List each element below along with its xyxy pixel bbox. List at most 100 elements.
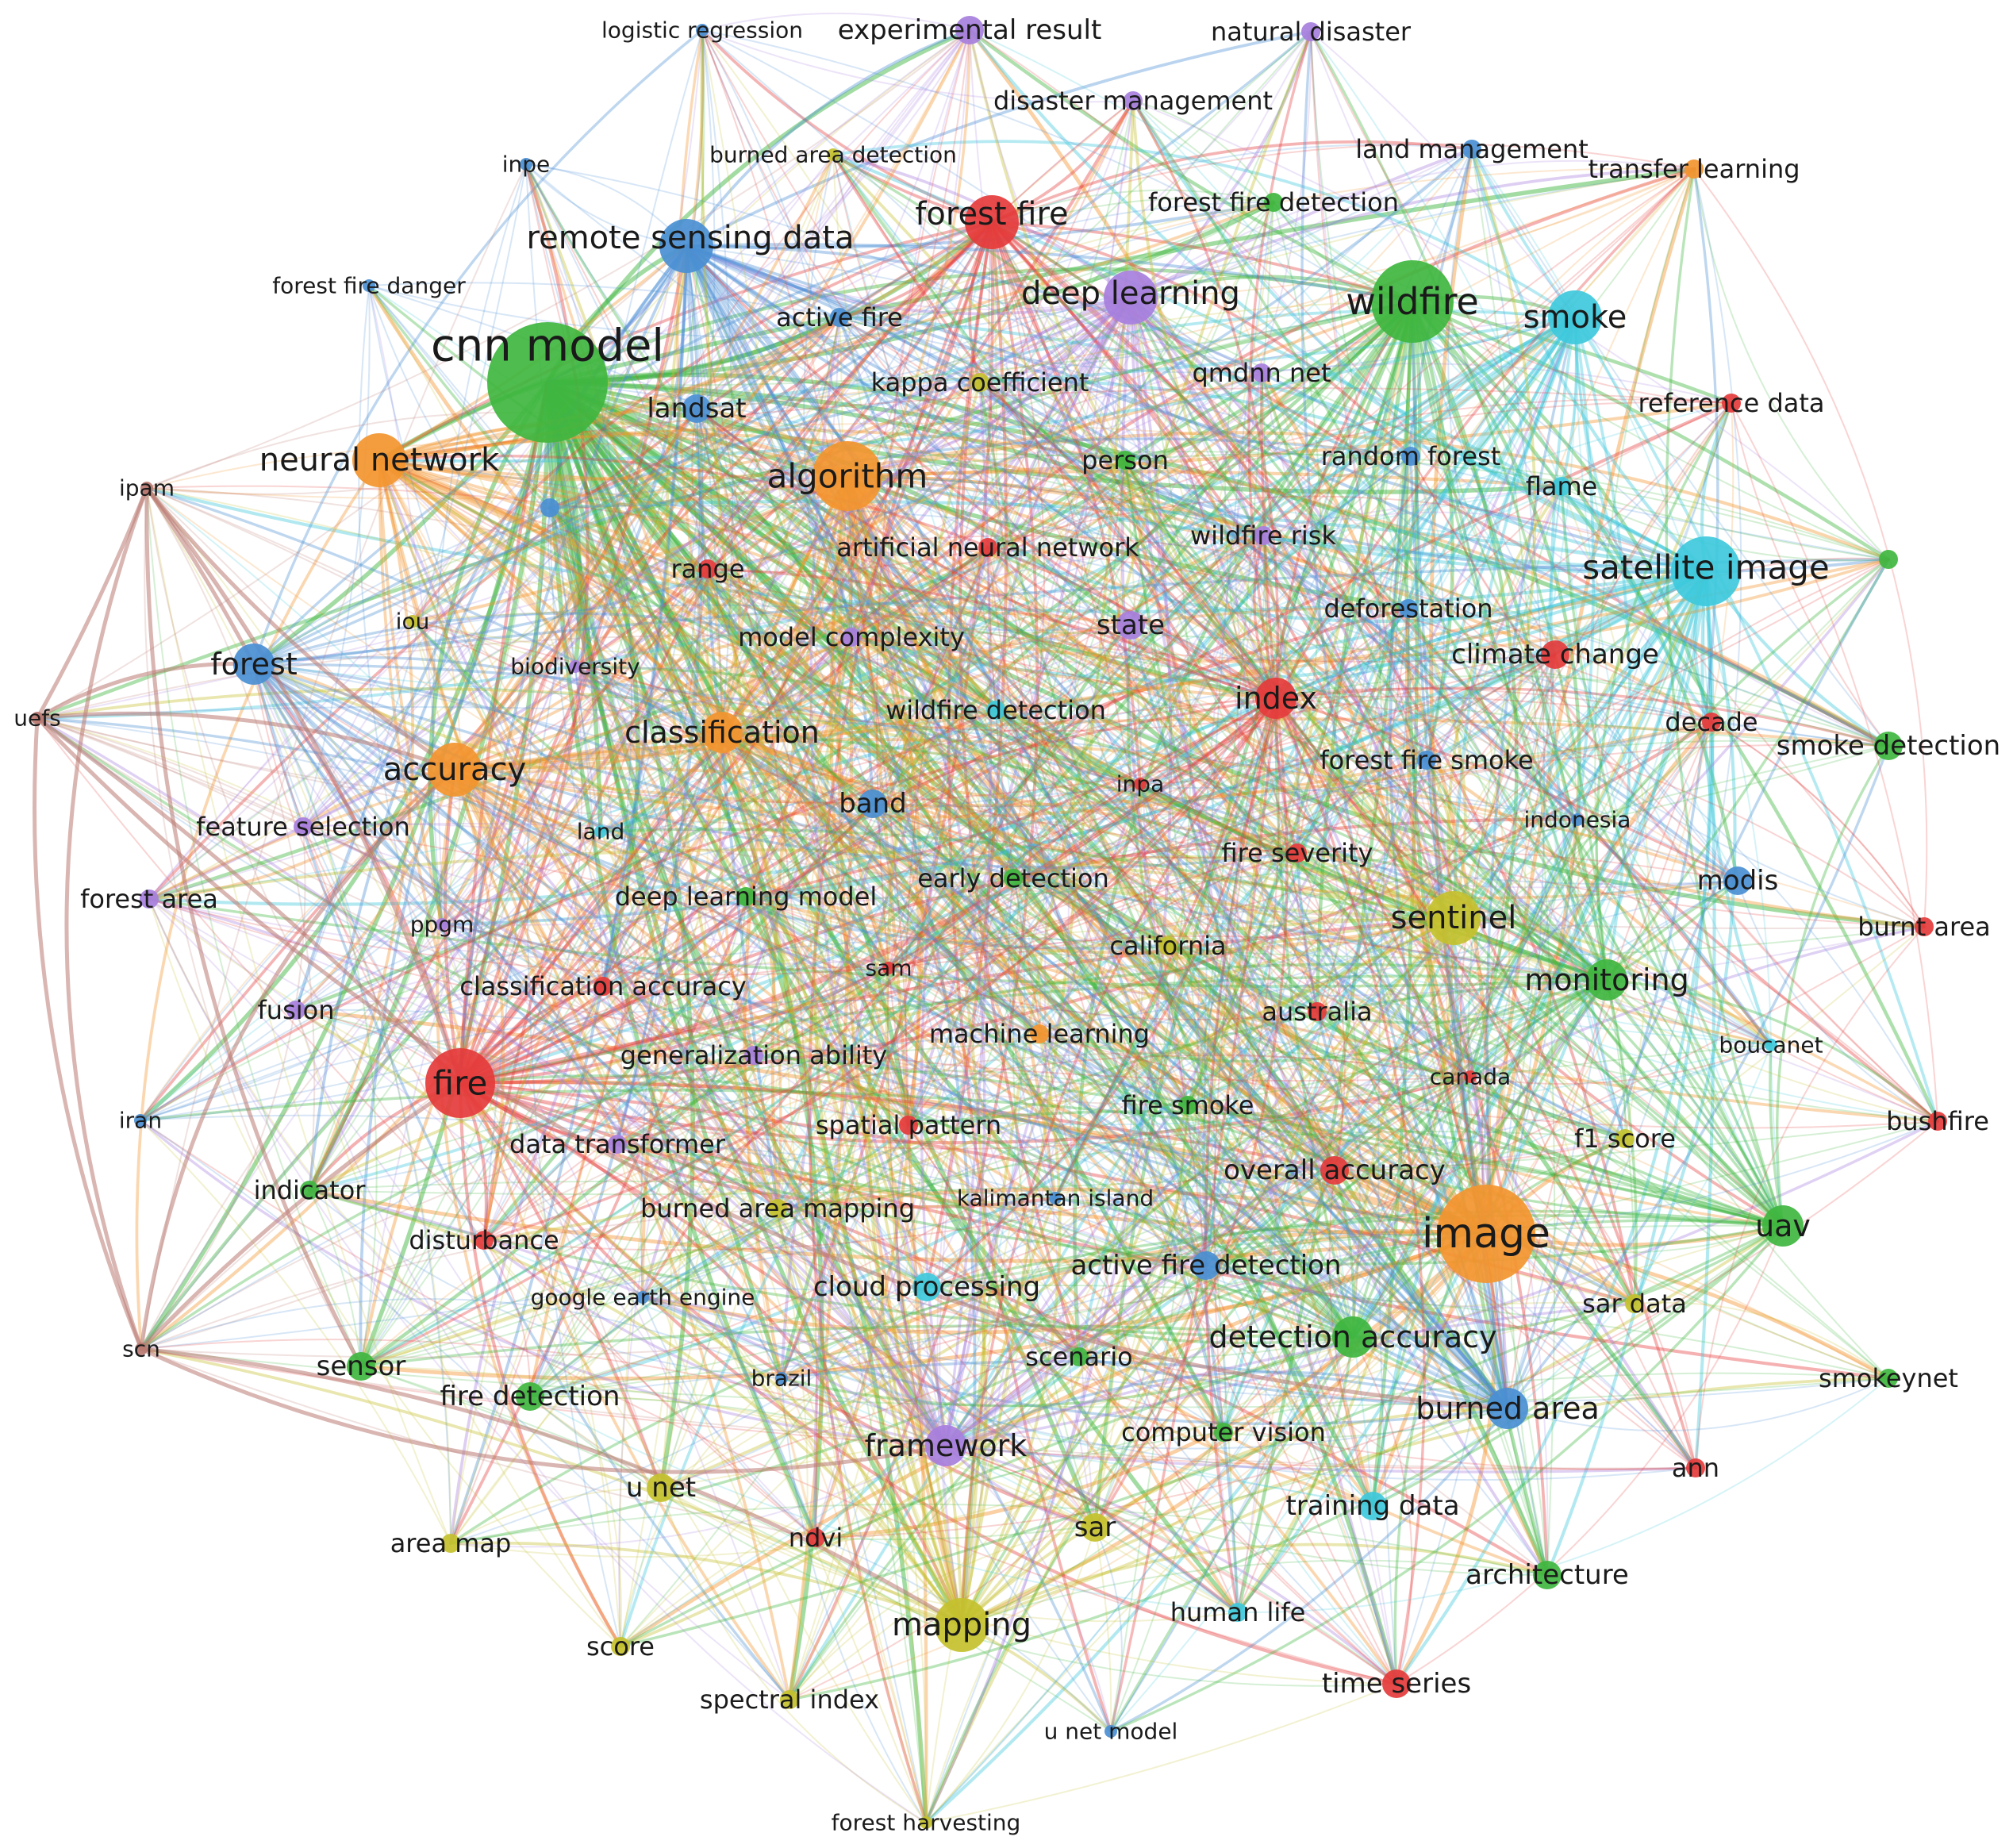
node-sentinel[interactable] <box>1427 891 1481 945</box>
node-forest-harvesting[interactable] <box>920 1816 932 1829</box>
node-inpe[interactable] <box>520 158 532 171</box>
node-bushfire[interactable] <box>1928 1112 1947 1131</box>
node-deforestation[interactable] <box>1399 599 1418 618</box>
node-canada[interactable] <box>1464 1070 1477 1083</box>
node-disaster-management[interactable] <box>1124 91 1143 110</box>
node-ann[interactable] <box>1686 1458 1705 1477</box>
node-fire[interactable] <box>425 1048 495 1118</box>
node-unlabeled-green[interactable] <box>1879 550 1898 569</box>
node-forest-fire-detection[interactable] <box>1264 193 1283 212</box>
node-fire-detection[interactable] <box>516 1382 544 1411</box>
node-biodiversity[interactable] <box>569 660 582 673</box>
node-mapping[interactable] <box>935 1598 989 1652</box>
node-forest-fire-smoke[interactable] <box>1417 751 1436 770</box>
node-decade[interactable] <box>1702 713 1721 732</box>
node-unlabeled-blue[interactable] <box>540 498 559 517</box>
node-landsat[interactable] <box>682 394 711 423</box>
node-boucanet[interactable] <box>1765 1039 1777 1051</box>
node-indicator[interactable] <box>300 1181 319 1200</box>
node-forest-fire[interactable] <box>965 195 1019 249</box>
node-qmdnn-net[interactable] <box>1252 363 1271 382</box>
node-experimental-result[interactable] <box>955 16 984 44</box>
node-logistic-regression[interactable] <box>696 24 709 36</box>
node-inpa[interactable] <box>1134 778 1147 790</box>
node-indonesia[interactable] <box>1571 813 1584 826</box>
node-feature-selection[interactable] <box>294 817 313 836</box>
node-flame[interactable] <box>1552 477 1571 496</box>
node-computer-vision[interactable] <box>1214 1423 1233 1442</box>
node-classification[interactable] <box>701 712 743 753</box>
node-fire-severity[interactable] <box>1288 843 1307 863</box>
node-wildfire[interactable] <box>1371 260 1454 343</box>
node-person[interactable] <box>1116 451 1135 470</box>
node-forest-area[interactable] <box>140 889 159 909</box>
node-land[interactable] <box>594 825 607 838</box>
node-spectral-index[interactable] <box>780 1690 799 1709</box>
node-climate-change[interactable] <box>1541 640 1569 669</box>
node-smokeynet[interactable] <box>1879 1369 1898 1388</box>
node-ndvi[interactable] <box>806 1528 825 1547</box>
node-time-series[interactable] <box>1382 1669 1411 1698</box>
node-neural-network[interactable] <box>352 433 406 487</box>
node-sar[interactable] <box>1081 1513 1109 1542</box>
node-state[interactable] <box>1116 611 1145 640</box>
node-f1-score[interactable] <box>1615 1129 1635 1148</box>
node-ppgm[interactable] <box>436 918 448 931</box>
node-deep-learning-model[interactable] <box>736 887 755 906</box>
node-active-fire-detection[interactable] <box>1192 1251 1220 1280</box>
node-burned-area-detection[interactable] <box>827 148 839 161</box>
node-fire-smoke[interactable] <box>1178 1096 1197 1115</box>
node-band[interactable] <box>859 790 887 818</box>
node-california[interactable] <box>1158 936 1177 955</box>
node-brazil[interactable] <box>775 1372 788 1385</box>
node-kappa-coefficient[interactable] <box>970 373 989 392</box>
node-uav[interactable] <box>1762 1205 1804 1247</box>
node-architecture[interactable] <box>1533 1561 1562 1589</box>
node-scn[interactable] <box>135 1343 148 1355</box>
node-model-complexity[interactable] <box>842 628 861 647</box>
node-kalimantan-island[interactable] <box>1049 1192 1062 1204</box>
node-deep-learning[interactable] <box>1104 271 1158 325</box>
node-smoke[interactable] <box>1548 290 1602 344</box>
node-sar-data[interactable] <box>1625 1294 1644 1313</box>
node-overall-accuracy[interactable] <box>1320 1156 1349 1185</box>
node-active-fire[interactable] <box>830 308 849 327</box>
node-detection-accuracy[interactable] <box>1332 1316 1373 1358</box>
node-human-life[interactable] <box>1228 1603 1247 1622</box>
node-training-data[interactable] <box>1358 1492 1387 1520</box>
node-remote-sensing-data[interactable] <box>659 219 713 273</box>
node-sensor[interactable] <box>347 1352 375 1381</box>
node-cloud-processing[interactable] <box>912 1273 941 1301</box>
node-uefs[interactable] <box>31 712 44 724</box>
node-u-net-model[interactable] <box>1104 1725 1117 1738</box>
node-image[interactable] <box>1437 1185 1535 1283</box>
node-google-earth-engine[interactable] <box>636 1291 649 1304</box>
node-range[interactable] <box>698 559 717 578</box>
node-modis[interactable] <box>1723 866 1752 895</box>
node-land-management[interactable] <box>1462 140 1481 159</box>
node-forest-fire-danger[interactable] <box>363 279 375 292</box>
node-area-map[interactable] <box>441 1534 460 1553</box>
node-data-transformer[interactable] <box>608 1135 627 1154</box>
node-cnn-model[interactable] <box>487 322 608 443</box>
node-ipam[interactable] <box>140 482 153 494</box>
node-satellite-image[interactable] <box>1671 536 1741 606</box>
node-score[interactable] <box>611 1637 630 1656</box>
node-index[interactable] <box>1255 678 1297 719</box>
node-fusion[interactable] <box>286 1001 305 1020</box>
node-artificial-neural-network[interactable] <box>978 538 997 557</box>
node-reference-data[interactable] <box>1722 394 1741 413</box>
node-machine-learning[interactable] <box>1030 1024 1049 1043</box>
node-generalization-ability[interactable] <box>744 1046 763 1065</box>
node-scenario[interactable] <box>1070 1347 1089 1366</box>
node-classification-accuracy[interactable] <box>594 977 613 996</box>
node-sam[interactable] <box>882 962 895 974</box>
node-forest[interactable] <box>233 644 275 685</box>
node-u-net[interactable] <box>647 1473 675 1502</box>
node-wildfire-detection[interactable] <box>986 701 1005 720</box>
node-australia[interactable] <box>1308 1002 1327 1021</box>
node-burned-area[interactable] <box>1487 1388 1528 1429</box>
node-algorithm[interactable] <box>812 441 882 511</box>
node-spatial-pattern[interactable] <box>899 1116 918 1135</box>
node-accuracy[interactable] <box>428 743 482 797</box>
